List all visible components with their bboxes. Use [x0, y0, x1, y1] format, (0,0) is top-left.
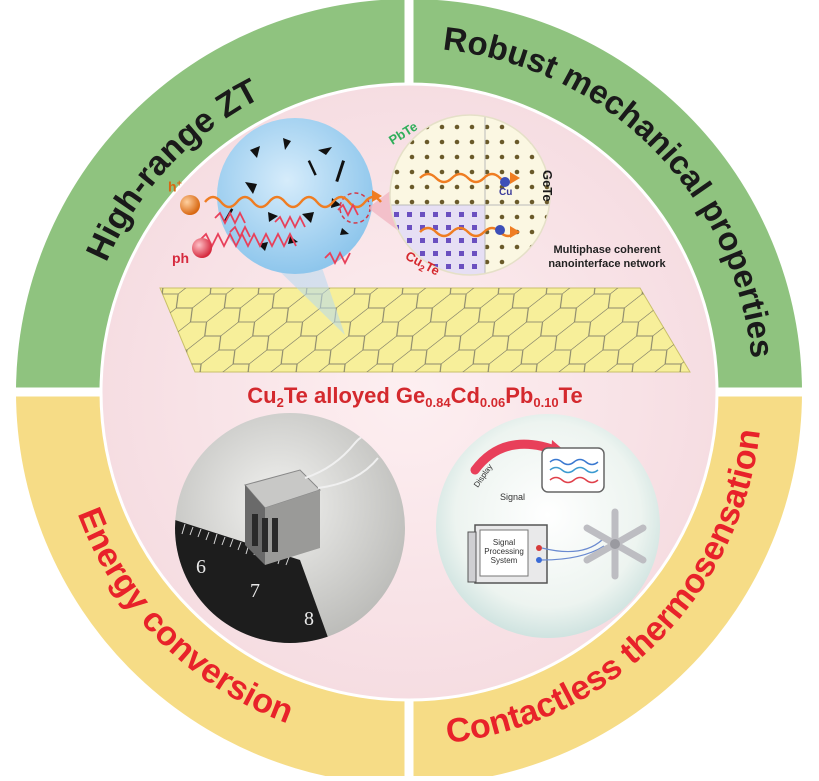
label-hole: h+: [168, 178, 182, 195]
cu-dopant-dot: [500, 177, 510, 187]
hexagonal-sheet: [159, 287, 691, 373]
ruler-number-8: 8: [304, 608, 314, 630]
label-gete: GeTe: [540, 170, 555, 202]
device-photo: [175, 413, 405, 643]
thermistor-star: [583, 508, 647, 580]
thermosensation-sphere: [436, 414, 660, 638]
compound-formula: Cu2Te alloyed Ge0.84Cd0.06Pb0.10Te: [247, 383, 583, 410]
carrier-arrowheads: [372, 172, 520, 238]
phonon-carrier: [192, 238, 212, 258]
label-signal: Signal: [500, 492, 526, 502]
signal-processing-label: Signal Processing System: [484, 538, 524, 565]
projection-cone: [270, 262, 345, 335]
label-phonon: ph: [172, 250, 190, 266]
scattering-sphere: [217, 118, 373, 274]
cu-dopant-dot-2: [495, 225, 505, 235]
nanointerface-sphere: [389, 114, 551, 276]
phonon-waves: [199, 202, 359, 266]
ruler-number-6: 6: [196, 556, 206, 578]
network-label: Multiphase coherent nanointerface networ…: [548, 244, 666, 270]
label-cu-dopant: Cu: [499, 187, 513, 198]
ruler-number-7: 7: [250, 580, 260, 602]
ruler: [175, 520, 330, 643]
hole-carrier: [180, 195, 200, 215]
